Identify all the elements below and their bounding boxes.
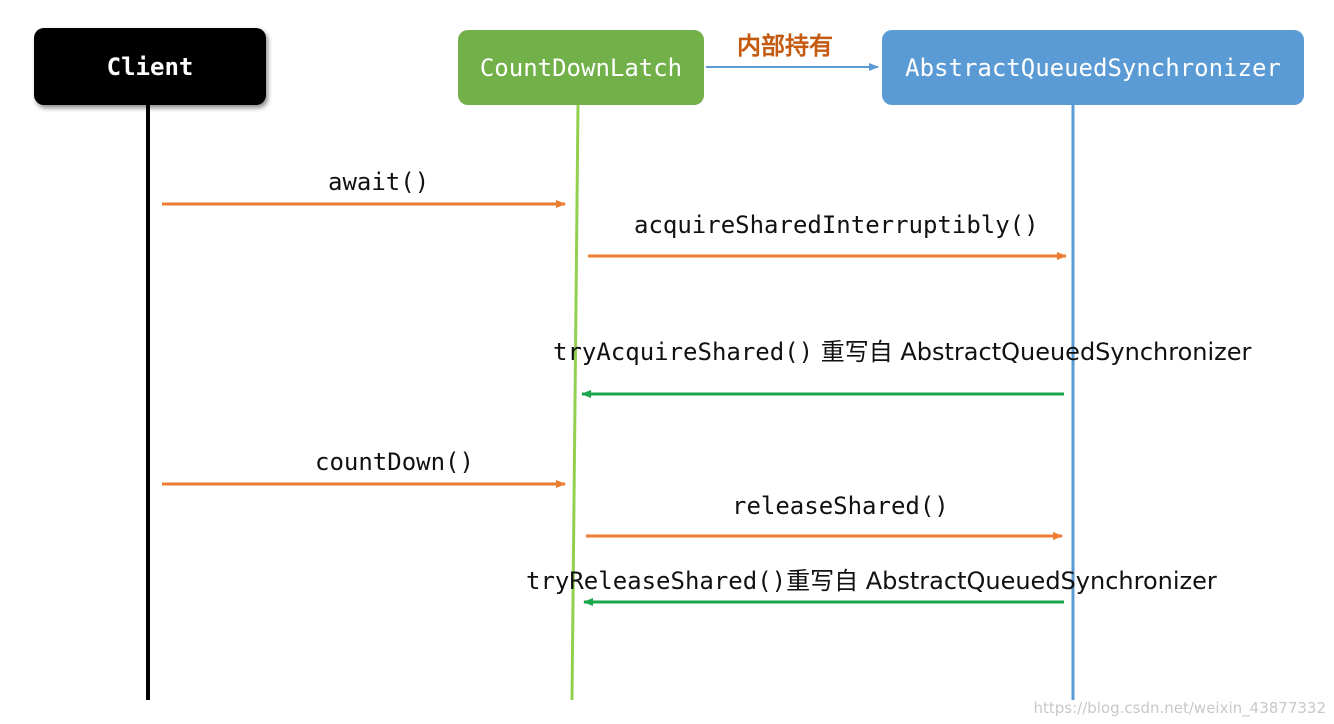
await-label: await() [328,168,430,196]
aqs-participant-label: AbstractQueuedSynchronizer [905,53,1281,82]
release-shared-label: releaseShared() [732,492,949,520]
try-release-shared-label: tryReleaseShared()重写自 AbstractQueuedSync… [526,569,1217,593]
watermark: https://blog.csdn.net/weixin_43877332 [1033,699,1326,717]
try-acquire-shared-label: tryAcquireShared() 重写自 AbstractQueuedSyn… [553,340,1251,364]
try-release-shared-note: 重写自 [786,567,866,595]
client-participant-label: Client [106,52,194,81]
try-release-shared-source: AbstractQueuedSynchronizer [865,567,1217,595]
client-participant-box: Client [34,28,266,105]
try-acquire-shared-note: 重写自 [813,338,901,366]
try-release-shared-method: tryReleaseShared() [526,567,787,595]
acquire-shared-interruptibly-label: acquireSharedInterruptibly() [634,211,1039,239]
try-acquire-shared-method: tryAcquireShared() [553,338,814,366]
latch-lifeline [570,104,580,701]
count-down-label: countDown() [315,448,474,476]
aqs-participant-box: AbstractQueuedSynchronizer [882,30,1304,105]
countdownlatch-participant-label: CountDownLatch [479,53,683,82]
countdownlatch-participant-box: CountDownLatch [458,30,704,105]
try-acquire-shared-source: AbstractQueuedSynchronizer [900,338,1252,366]
relation-label: 内部持有 [737,32,833,60]
